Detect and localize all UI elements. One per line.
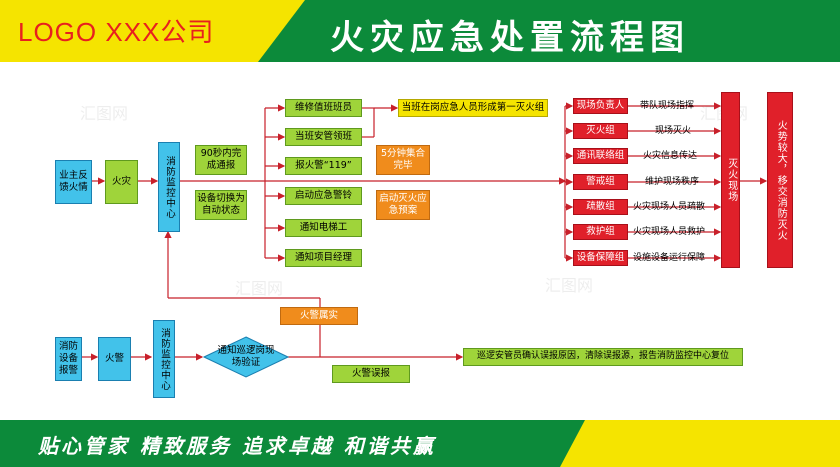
duty-rescue: 火灾现场人员救护	[633, 227, 706, 237]
duty-communication: 火灾信息传达	[643, 151, 698, 161]
node-handover-fire-dept: 火势较大，移交消防灭火	[767, 92, 793, 268]
footer-slogan: 贴心管家 精致服务 追求卓越 和谐共赢	[38, 434, 436, 458]
action-alarm-bell: 启动应急警铃	[285, 187, 362, 205]
footer-band-yellow	[560, 420, 840, 467]
node-monitor-center-2: 消防监控中心	[153, 320, 175, 398]
decision-verify-label: 通知巡逻岗现场验证	[217, 345, 275, 368]
node-first-team: 当班在岗应急人员形成第一灭火组	[398, 99, 548, 117]
group-onsite-leader: 现场负责人	[573, 98, 628, 114]
duty-guard: 维护现场秩序	[645, 177, 700, 187]
duty-onsite-leader: 带队现场指挥	[640, 101, 695, 111]
header-band-green	[258, 0, 840, 62]
group-extinguish: 灭火组	[573, 123, 628, 139]
action-security-lead: 当班安管领班	[285, 128, 362, 146]
group-rescue: 救护组	[573, 224, 628, 240]
decision-verify	[203, 336, 289, 378]
node-device-alarm: 消防设备报警	[55, 337, 82, 381]
node-true-alarm: 火警属实	[280, 307, 358, 325]
action-call-119: 报火警“119”	[285, 157, 362, 175]
node-false-alarm-action: 巡逻安管员确认误报原因，清除误报源，报告消防监控中心复位	[463, 348, 743, 366]
group-communication: 通讯联络组	[573, 148, 628, 164]
node-fire-site: 灭火现场	[721, 92, 740, 268]
duty-extinguish: 现场灭火	[655, 126, 692, 136]
group-evacuation: 疏散组	[573, 199, 628, 215]
action-notify-manager: 通知项目经理	[285, 249, 362, 267]
action-notify-elevator: 通知电梯工	[285, 219, 362, 237]
node-alarm: 火警	[98, 337, 131, 381]
page-title: 火灾应急处置流程图	[330, 18, 690, 58]
node-owner-report: 业主反馈火情	[55, 160, 92, 204]
node-false-alarm: 火警误报	[332, 365, 410, 383]
node-fire: 火灾	[105, 160, 138, 204]
group-equipment: 设备保障组	[573, 250, 628, 266]
node-device-auto: 设备切换为自动状态	[195, 190, 247, 220]
company-logo: LOGO XXX公司	[18, 17, 215, 47]
node-monitor-center: 消防监控中心	[158, 142, 180, 232]
watermark-1: 汇图网	[80, 104, 129, 123]
watermark-2: 汇图网	[235, 279, 284, 298]
duty-equipment: 设施设备运行保障	[633, 253, 706, 263]
watermark-3: 汇图网	[545, 276, 594, 295]
duty-evacuation: 火灾现场人员疏散	[633, 202, 706, 212]
node-start-plan: 启动灭火应急预案	[376, 190, 430, 220]
node-notify-90s: 90秒内完成通报	[195, 145, 247, 175]
action-maintenance-duty: 维修值班班员	[285, 99, 362, 117]
group-guard: 警戒组	[573, 174, 628, 190]
node-gather-5min: 5分钟集合完毕	[376, 145, 430, 175]
